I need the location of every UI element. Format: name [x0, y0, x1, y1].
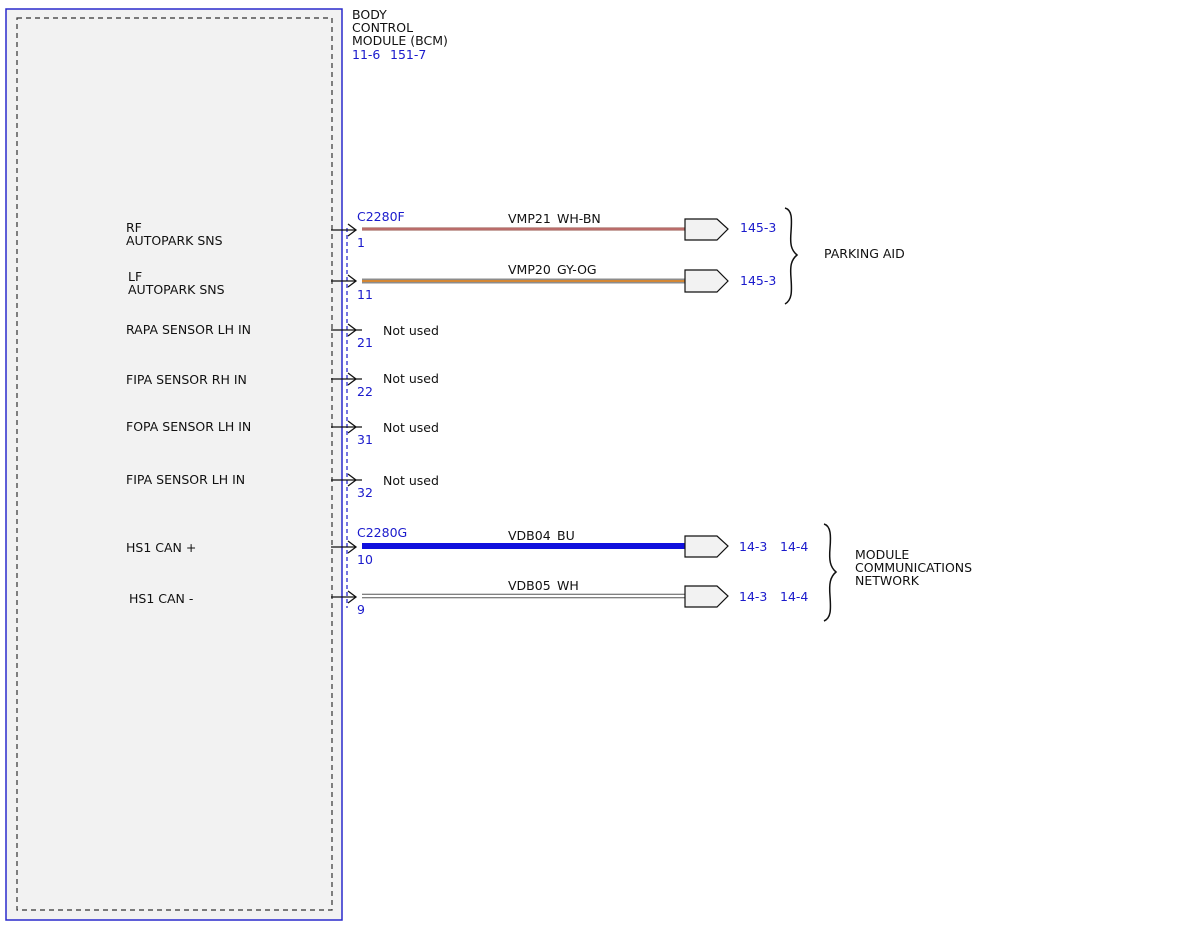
pin-label: FIPA SENSOR RH IN — [126, 372, 247, 387]
connector-name: C2280F — [357, 209, 405, 224]
pin-number: 22 — [357, 384, 373, 399]
group-label: PARKING AID — [824, 246, 905, 261]
destination-ref-link[interactable]: 14-4 — [780, 589, 808, 604]
not-used-note: Not used — [383, 371, 439, 386]
wire-color-code: WH-BN — [557, 211, 601, 226]
circuit-id: VMP21 — [508, 211, 551, 226]
destination-ref-link[interactable]: 14-3 — [739, 589, 767, 604]
continuation-arrow-icon[interactable] — [684, 269, 729, 293]
pin-label: RF — [126, 220, 142, 235]
group-label: MODULE — [855, 547, 909, 562]
group-brace-icon — [823, 523, 838, 622]
continuation-arrow-icon[interactable] — [684, 585, 729, 608]
group-label: NETWORK — [855, 573, 920, 588]
connector-name: C2280G — [357, 525, 407, 540]
pin-number: 10 — [357, 552, 373, 567]
not-used-note: Not used — [383, 323, 439, 338]
destination-ref-link[interactable]: 14-3 — [739, 539, 767, 554]
destination-ref-link[interactable]: 14-4 — [780, 539, 808, 554]
pin-number: 21 — [357, 335, 373, 350]
pin-label: AUTOPARK SNS — [128, 282, 225, 297]
module-title-line-3: MODULE (BCM) — [352, 33, 448, 48]
pin-arrow-icon — [331, 274, 358, 288]
bcm-module-outline — [5, 8, 343, 921]
continuation-arrow-icon[interactable] — [684, 535, 729, 558]
pin-number: 1 — [357, 235, 365, 250]
pin-label: FOPA SENSOR LH IN — [126, 419, 251, 434]
group-brace-icon — [784, 207, 799, 305]
circuit-id: VDB04 — [508, 528, 551, 543]
pin-label: HS1 CAN - — [129, 591, 193, 606]
pin-label: RAPA SENSOR LH IN — [126, 322, 251, 337]
pin-number: 9 — [357, 602, 365, 617]
module-ref-link[interactable]: 151-7 — [390, 47, 426, 62]
bcm-module-inner-boundary — [16, 17, 333, 911]
module-title-line-1: BODY — [352, 7, 387, 22]
module-title-line-2: CONTROL — [352, 20, 413, 35]
module-ref-link[interactable]: 11-6 — [352, 47, 380, 62]
pin-arrow-icon — [331, 540, 358, 554]
group-label: COMMUNICATIONS — [855, 560, 972, 575]
pin-arrow-icon — [331, 372, 362, 386]
pin-arrow-icon — [331, 420, 362, 434]
pin-arrow-icon — [331, 590, 358, 604]
not-used-note: Not used — [383, 473, 439, 488]
pin-arrow-icon — [331, 473, 362, 487]
pin-label: HS1 CAN + — [126, 540, 196, 555]
pin-label: AUTOPARK SNS — [126, 233, 223, 248]
pin-number: 32 — [357, 485, 373, 500]
circuit-id: VDB05 — [508, 578, 551, 593]
pin-number: 31 — [357, 432, 373, 447]
pin-label: FIPA SENSOR LH IN — [126, 472, 245, 487]
pin-arrow-icon — [331, 323, 362, 337]
destination-ref-link[interactable]: 145-3 — [740, 220, 776, 235]
circuit-id: VMP20 — [508, 262, 551, 277]
wire-color-code: BU — [557, 528, 575, 543]
pin-arrow-icon — [331, 223, 358, 237]
wire-color-code: WH — [557, 578, 579, 593]
wire-color-code: GY-OG — [557, 262, 597, 277]
not-used-note: Not used — [383, 420, 439, 435]
pin-number: 11 — [357, 287, 373, 302]
continuation-arrow-icon[interactable] — [684, 218, 729, 241]
pin-label: LF — [128, 269, 142, 284]
destination-ref-link[interactable]: 145-3 — [740, 273, 776, 288]
